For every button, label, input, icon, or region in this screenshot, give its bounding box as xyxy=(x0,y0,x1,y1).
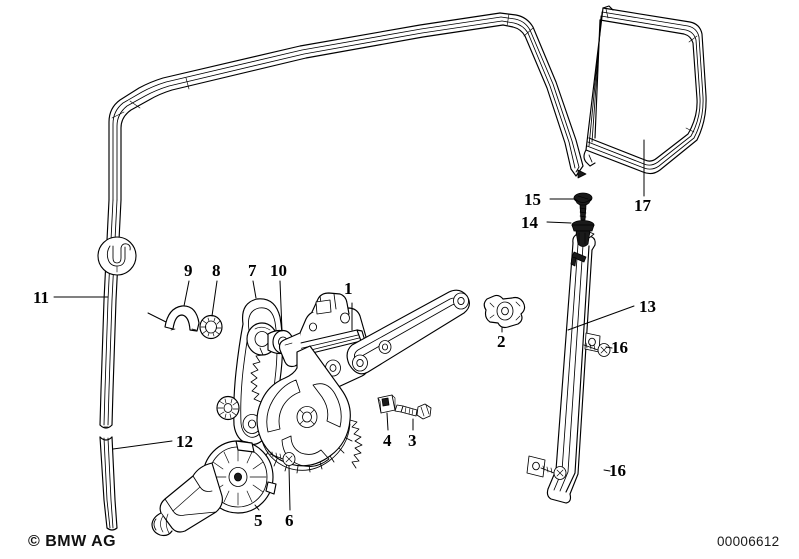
clip-nut-4 xyxy=(377,394,396,414)
callout-number-16-upper: 16 xyxy=(611,338,628,357)
callout-number-14: 14 xyxy=(521,213,538,232)
bushing-8 xyxy=(199,314,223,340)
callout-number-4: 4 xyxy=(383,431,392,450)
self-tapping-screw-6 xyxy=(269,451,296,466)
callout-number-5: 5 xyxy=(254,511,263,530)
callout-number-9: 9 xyxy=(184,261,193,280)
callout-number-10: 10 xyxy=(270,261,287,280)
callout-number-16-lower: 16 xyxy=(609,461,626,480)
callout-number-13: 13 xyxy=(639,297,656,316)
callout-number-12: 12 xyxy=(176,432,193,451)
callout-number-17: 17 xyxy=(634,196,651,215)
self-tapping-screw-16-lower xyxy=(540,465,567,480)
callout-number-11: 11 xyxy=(33,288,50,307)
callout-number-2: 2 xyxy=(497,332,506,351)
callout-number-3: 3 xyxy=(408,431,417,450)
seal-cross-section-detail xyxy=(97,236,137,276)
window-regulator-assembly-1 xyxy=(250,289,470,474)
copyright-notice: © BMW AG xyxy=(28,533,117,550)
pan-head-screw-15 xyxy=(573,192,593,221)
callout-number-6: 6 xyxy=(285,511,294,530)
quarter-window-seal-frame xyxy=(583,5,707,175)
window-frame-seal-lower xyxy=(99,436,118,531)
window-lift-motor-5 xyxy=(151,440,277,537)
expansion-rivet-14 xyxy=(570,220,595,267)
guide-clip-bracket-2 xyxy=(483,294,526,329)
callout-number-15: 15 xyxy=(524,190,541,209)
callout-number-7: 7 xyxy=(248,261,257,280)
callout-leader-lines xyxy=(53,139,645,511)
callout-number-1: 1 xyxy=(344,279,353,298)
window-guide-rail xyxy=(526,230,601,504)
cover-cap-9 xyxy=(147,305,200,332)
diagram-number: 00006612 xyxy=(717,534,780,549)
callout-number-8: 8 xyxy=(212,261,221,280)
hex-bolt-3 xyxy=(394,403,432,420)
